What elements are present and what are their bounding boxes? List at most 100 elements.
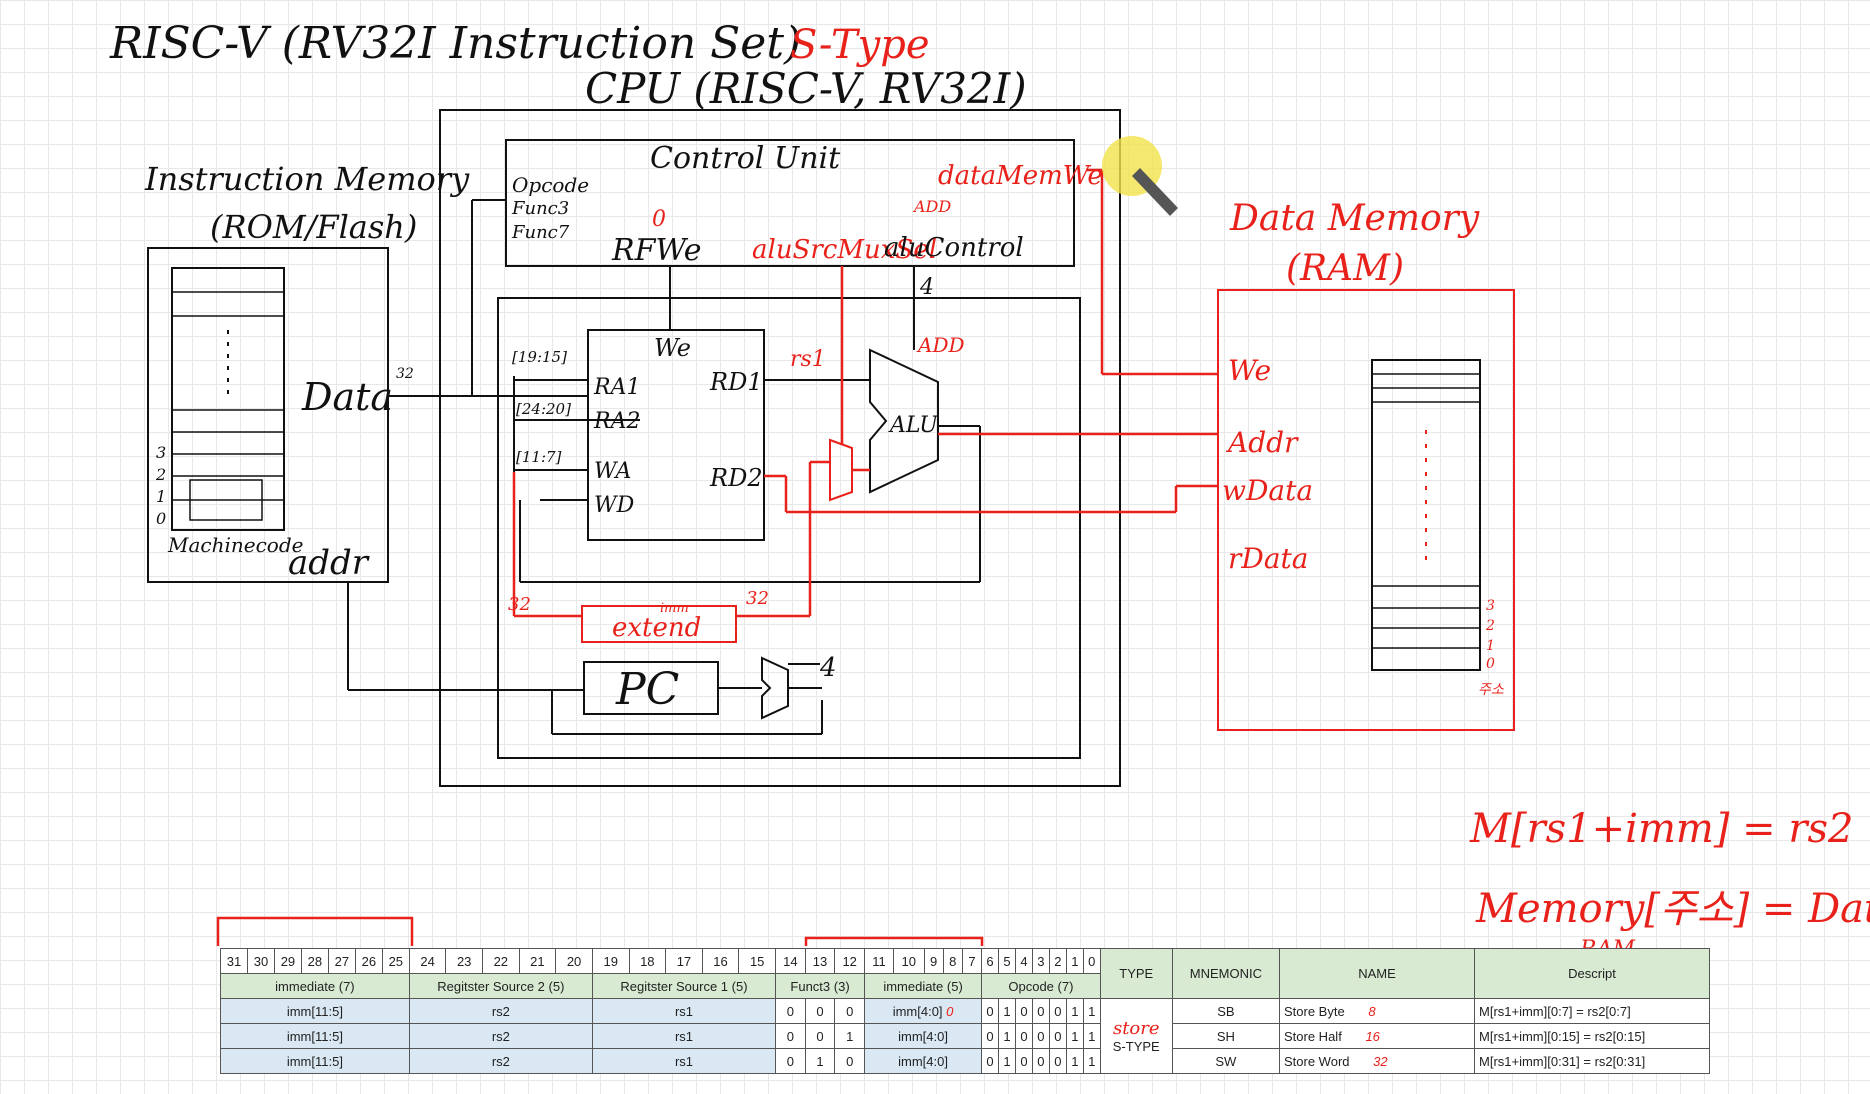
row-op-bit: 1	[1065, 1023, 1084, 1049]
bit-cell: 12	[834, 948, 866, 974]
imem-label-2: (ROM/Flash)	[210, 208, 417, 246]
bit-cell: 15	[738, 948, 777, 974]
dmem-wdata: wData	[1222, 474, 1313, 507]
alu-add-note: ADD	[916, 333, 965, 357]
row-op-bit: 0	[1048, 1023, 1067, 1049]
datapath-box	[497, 297, 1081, 759]
bit-cell: 2	[1048, 948, 1067, 974]
row-op-bit: 1	[998, 1023, 1016, 1049]
row-name-text: Store Byte	[1284, 1003, 1345, 1019]
table-row: imm[11:5] rs2 rs1 0 0 1 imm[4:0] 0 1 0 0…	[220, 1023, 1710, 1049]
row-op-bit: 0	[1014, 1048, 1033, 1074]
dmem-addr-2: 2	[1485, 618, 1495, 634]
bit-cell: 0	[1082, 948, 1101, 974]
cpu-title: CPU (RISC-V, RV32I)	[585, 64, 1027, 113]
bit-cell: 26	[354, 948, 383, 974]
dmem-addr-0: 0	[1486, 656, 1495, 672]
field-immediate-lo: immediate (5)	[864, 973, 983, 999]
table-row: imm[11:5] rs2 rs1 0 0 0 imm[4:0] 0 0 1 0…	[220, 998, 1710, 1074]
row-op-bit: 0	[981, 1023, 1000, 1049]
row-op-bit: 1	[1082, 998, 1101, 1024]
imm-brace-right	[804, 936, 984, 946]
machinecode-label: Machinecode	[167, 533, 303, 557]
row-rs2: rs2	[408, 1023, 593, 1049]
cu-func3: Func3	[511, 198, 569, 219]
type-value: S-TYPE	[1112, 1039, 1160, 1054]
dmem-addr: Addr	[1225, 426, 1299, 459]
equation-2: Memory[주소] = Data	[1475, 886, 1870, 932]
s-type-instruction-table: 31 30 29 28 27 26 25 24 23 22 21 20 19 1…	[220, 948, 1710, 1074]
field-opcode: Opcode (7)	[981, 973, 1101, 999]
row-f3-bit: 0	[834, 1048, 866, 1074]
imem-bus-width: 32	[396, 366, 414, 382]
field-immediate-hi: immediate (7)	[220, 973, 410, 999]
row-imm-hi: imm[11:5]	[220, 1048, 410, 1074]
bit-cell: 21	[518, 948, 557, 974]
row-rs2: rs2	[408, 998, 593, 1024]
imem-array	[171, 267, 285, 531]
imem-data-label: Data	[301, 375, 393, 419]
row-rs1: rs1	[591, 1023, 777, 1049]
row-desc: M[rs1+imm][0:7] = rs2[0:7]	[1474, 998, 1710, 1024]
dmem-rdata: rData	[1228, 542, 1308, 575]
pen-cursor-icon	[1132, 168, 1178, 216]
imem-label: Instruction Memory	[144, 160, 470, 198]
cu-alucontrol: aluControl	[884, 233, 1024, 263]
row-imm-hi: imm[11:5]	[220, 1023, 410, 1049]
bit-index-row: 31 30 29 28 27 26 25 24 23 22 21 20 19 1…	[220, 948, 1710, 999]
bit-cell: 20	[555, 948, 593, 974]
cu-add: ADD	[912, 197, 951, 216]
row-f3-bit: 0	[775, 998, 806, 1024]
control-unit-box	[505, 139, 1075, 267]
row-op-bit: 0	[1031, 1048, 1050, 1074]
bit-cell: 25	[381, 948, 410, 974]
type-header: TYPE	[1099, 948, 1173, 999]
row-op-bit: 0	[1014, 998, 1033, 1024]
row-op-bit: 0	[1031, 1023, 1050, 1049]
cu-alusrcmux: aluSrcMuxSel	[752, 235, 937, 265]
rf-wd: WD	[594, 493, 635, 518]
cu-rfwe-val: 0	[652, 207, 666, 232]
dmem-label-2: (RAM)	[1286, 248, 1404, 289]
dmem-label: Data Memory	[1229, 198, 1480, 239]
dmem-addr-1: 1	[1486, 638, 1495, 654]
row-name-text: Store Word	[1284, 1053, 1350, 1069]
imm-brace-left	[216, 916, 414, 946]
dmem-box	[1217, 289, 1515, 731]
mnemonic-header: MNEMONIC	[1171, 948, 1281, 999]
pc-label: PC	[615, 664, 679, 715]
cu-datamemwe: dataMemWe	[938, 161, 1103, 191]
rf-ra1: RA1	[593, 375, 640, 400]
bit-cell: 8	[942, 948, 963, 974]
extend-in-width: 32	[508, 594, 531, 615]
row-op-bit: 1	[1065, 1048, 1084, 1074]
row-f3-bit: 1	[834, 1023, 866, 1049]
field-header-row: immediate (7) Regitster Source 2 (5) Reg…	[220, 973, 1710, 999]
imem-addr-2: 2	[155, 465, 166, 484]
bit-cell: 19	[591, 948, 630, 974]
extend-label: extend	[612, 613, 701, 643]
imem-addr-label: addr	[288, 543, 370, 583]
alu-label: ALU	[888, 413, 939, 438]
bit-cell: 24	[408, 948, 447, 974]
bit-cell: 23	[445, 948, 483, 974]
bit-cell: 4	[1014, 948, 1033, 974]
row-op-bit: 1	[998, 998, 1016, 1024]
dmem-addr-3: 3	[1486, 598, 1495, 614]
imem-addr-0: 0	[156, 509, 166, 528]
row-op-bit: 0	[1014, 1023, 1033, 1049]
row-imm-lo-text: imm[4:0]	[892, 1003, 943, 1019]
row-f3-bit: 1	[804, 1048, 836, 1074]
row-rs2: rs2	[408, 1048, 593, 1074]
row-f3-bit: 0	[834, 998, 866, 1024]
row-bits-note: 32	[1373, 1053, 1388, 1069]
field-funct3: Funct3 (3)	[775, 973, 866, 999]
row-mnemonic: SH	[1171, 1023, 1281, 1049]
bit-cell: 14	[775, 948, 806, 974]
row-imm-lo: imm[4:0]	[864, 1023, 983, 1049]
row-f3-bit: 0	[775, 1023, 806, 1049]
row-bits-note: 16	[1365, 1028, 1380, 1044]
rf-we: We	[654, 334, 691, 362]
store-note: store	[1112, 1018, 1160, 1039]
